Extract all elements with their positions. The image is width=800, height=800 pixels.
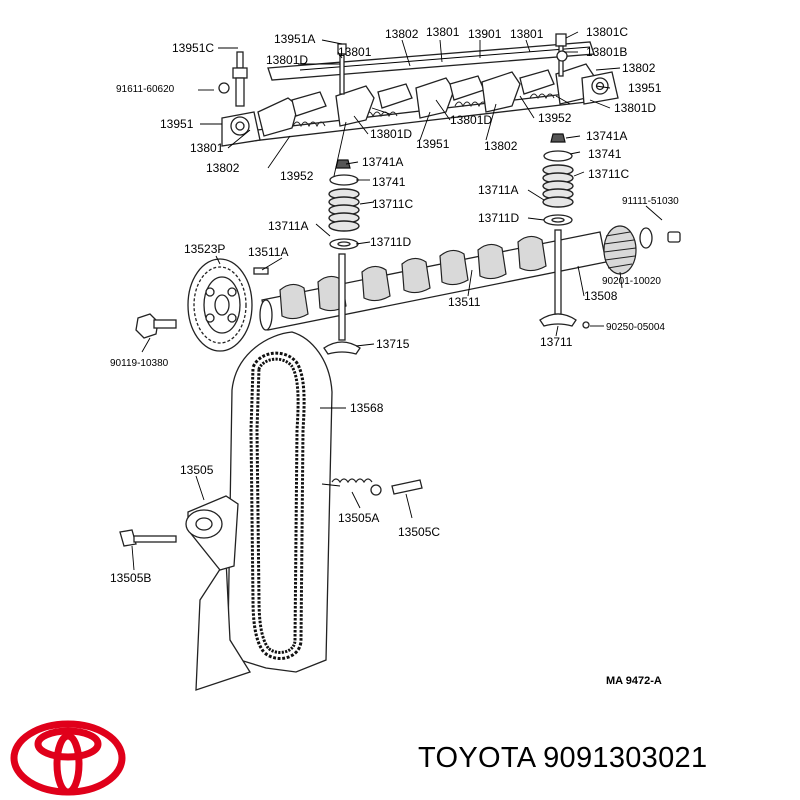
rocker-shaft-assembly [218, 33, 619, 147]
part-number-caption: TOYOTA 9091303021 [418, 742, 708, 774]
label-13951: 13951 [628, 81, 662, 95]
label-13801: 13801 [510, 27, 544, 41]
label-13951: 13951 [416, 137, 450, 151]
figure-code: MA 9472-A [606, 675, 662, 687]
label-13741A: 13741A [586, 129, 627, 143]
intake-valve [323, 253, 361, 355]
label-13511: 13511 [448, 295, 481, 309]
label-13801: 13801 [190, 141, 224, 155]
label-13802: 13802 [622, 61, 656, 75]
label-13711: 13711 [540, 335, 573, 349]
label-13801: 13801 [338, 45, 372, 59]
label-13801D: 13801D [450, 113, 492, 127]
label-13801D: 13801D [614, 101, 656, 115]
label-13741: 13741 [588, 147, 622, 161]
label-13511A: 13511A [248, 245, 288, 259]
label-13741A: 13741A [362, 155, 403, 169]
label-13508: 13508 [584, 289, 618, 303]
label-13802: 13802 [484, 139, 518, 153]
label-13951C: 13951C [172, 41, 214, 55]
distributor-drive-gear [603, 225, 681, 275]
label-13952: 13952 [280, 169, 314, 183]
label-13901: 13901 [468, 27, 502, 41]
label-13715: 13715 [376, 337, 410, 351]
camshaft-timing-pulley [187, 258, 269, 352]
label-13505C: 13505C [398, 525, 440, 539]
timing-belt [249, 351, 306, 660]
valve-spring-right [542, 133, 574, 226]
label-13802: 13802 [385, 27, 419, 41]
exhaust-valve [539, 229, 590, 329]
toyota-logo-rings [10, 720, 126, 796]
label-13801: 13801 [426, 25, 460, 39]
label-13505A: 13505A [338, 511, 379, 525]
label-13568: 13568 [350, 401, 384, 415]
label-13801D: 13801D [370, 127, 412, 141]
pulley-bolt [135, 313, 177, 339]
label-13711D: 13711D [478, 211, 519, 225]
label-13505: 13505 [180, 463, 214, 477]
label-90201-10020: 90201-10020 [602, 276, 661, 287]
label-13505B: 13505B [110, 571, 151, 585]
label-90250-05004: 90250-05004 [606, 322, 665, 333]
label-13711C: 13711C [588, 167, 629, 181]
toyota-logo-icon [10, 720, 126, 796]
label-13711D: 13711D [370, 235, 411, 249]
label-13711C: 13711C [372, 197, 413, 211]
part-labels: 13951C 13951A 13801D 13801 13802 13801 1… [110, 25, 679, 687]
belt-tensioner [119, 478, 423, 571]
valve-spring-left [328, 159, 360, 250]
label-13801B: 13801B [586, 45, 627, 59]
label-13951: 13951 [160, 117, 194, 131]
label-13802: 13802 [206, 161, 240, 175]
label-91611-60620: 91611-60620 [116, 84, 175, 95]
label-13711A: 13711A [268, 219, 308, 233]
label-90119-10380: 90119-10380 [110, 358, 169, 369]
label-13711A: 13711A [478, 183, 518, 197]
leader-lines [131, 31, 663, 571]
label-13523P: 13523P [184, 242, 225, 256]
label-13741: 13741 [372, 175, 406, 189]
label-91111-51030: 91111-51030 [622, 196, 679, 207]
label-13951A: 13951A [274, 32, 315, 46]
label-13801C: 13801C [586, 25, 628, 39]
label-13801D: 13801D [266, 53, 308, 67]
label-13952: 13952 [538, 111, 572, 125]
